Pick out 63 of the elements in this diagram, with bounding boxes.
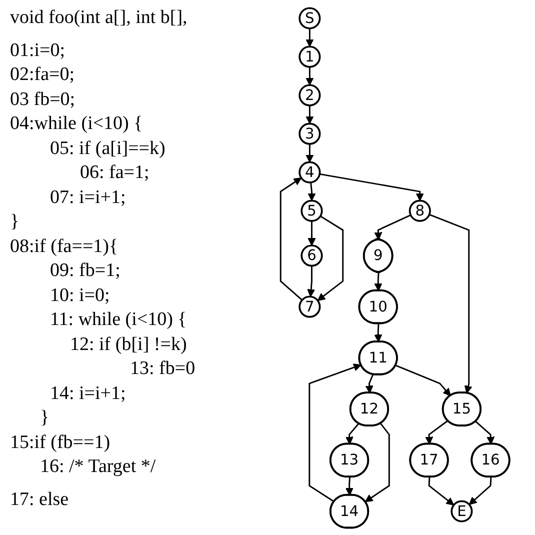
- arrow: [280, 178, 303, 301]
- arrow: [307, 266, 316, 298]
- node-ellipse: 13: [330, 442, 370, 478]
- node-circle: 8: [408, 200, 431, 222]
- arrow: [317, 216, 344, 301]
- code-line: void foo(int a[], int b[],: [10, 6, 188, 30]
- arrow: [308, 182, 316, 202]
- arrow: [425, 420, 448, 445]
- code-line: 17: else: [10, 488, 69, 512]
- code-line: 03 fb=0;: [10, 88, 76, 112]
- node-ellipse: 17: [409, 442, 449, 478]
- node-circle: 1: [298, 46, 321, 68]
- arrow: [428, 477, 454, 506]
- code-line: 10: i=0;: [50, 284, 110, 308]
- node-circle: 7: [298, 296, 321, 318]
- arrow: [306, 105, 314, 124]
- arrow: [345, 423, 360, 445]
- node-ellipse: 16: [470, 442, 510, 478]
- arrow: [306, 144, 314, 163]
- arrow: [308, 364, 362, 502]
- node-ellipse: 12: [349, 392, 390, 426]
- code-line: 08:if (fa==1){: [10, 234, 118, 258]
- code-line: 05: if (a[i]==k): [50, 136, 166, 160]
- arrow: [306, 66, 314, 86]
- node-ellipse: 9: [362, 238, 394, 273]
- arrow: [396, 364, 451, 396]
- arrow: [365, 374, 374, 394]
- arrow: [374, 324, 382, 342]
- node-circle: 6: [300, 244, 323, 267]
- node-circle: 5: [300, 200, 323, 222]
- code-line: 15:if (fb==1): [10, 430, 110, 454]
- code-line: 07: i=i+1;: [50, 186, 126, 210]
- node-circle: 2: [298, 84, 321, 106]
- code-line: 02:fa=0;: [10, 63, 75, 87]
- node-circle: E: [450, 500, 473, 522]
- arrow: [475, 420, 495, 445]
- code-line: 12: if (b[i] !=k): [70, 332, 187, 356]
- code-line: 16: /* Target */: [40, 455, 156, 479]
- node-ellipse: 14: [330, 494, 370, 529]
- node-circle: 4: [298, 161, 321, 184]
- code-line: }: [40, 406, 50, 430]
- code-line: }: [10, 210, 20, 234]
- code-line: 06: fa=1;: [80, 161, 150, 185]
- arrow: [468, 477, 492, 505]
- node-ellipse: 15: [442, 392, 482, 426]
- code-line: 14: i=i+1;: [50, 382, 126, 406]
- node-circle: S: [298, 7, 321, 30]
- arrow: [308, 220, 316, 246]
- code-line: 09: fb=1;: [50, 259, 120, 283]
- arrow: [374, 214, 411, 240]
- node-ellipse: 10: [358, 289, 398, 324]
- arrow: [374, 272, 382, 292]
- node-ellipse: 11: [358, 340, 398, 376]
- code-line: 13: fb=0: [130, 357, 196, 381]
- arrow: [429, 214, 472, 394]
- arrow: [306, 28, 314, 47]
- arrow: [364, 423, 390, 502]
- arrow: [320, 173, 424, 202]
- code-line: 11: while (i<10) {: [50, 308, 187, 332]
- code-line: 04:while (i<10) {: [10, 112, 143, 136]
- code-line: 01:i=0;: [10, 38, 66, 62]
- arrow: [345, 477, 354, 496]
- node-circle: 3: [298, 122, 321, 145]
